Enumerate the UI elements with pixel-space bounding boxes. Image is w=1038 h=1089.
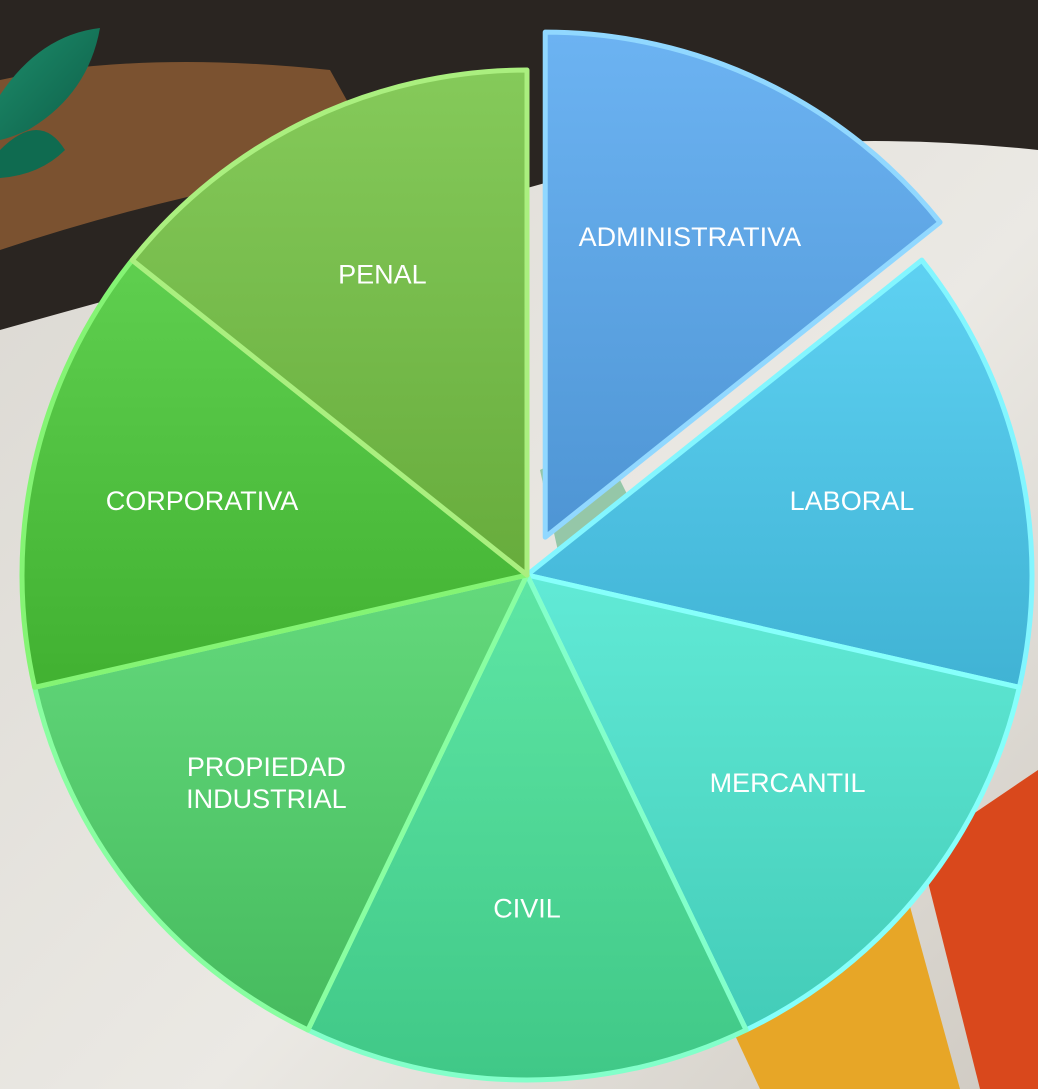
leather-folder bbox=[0, 62, 380, 250]
leaf-logo-icon bbox=[0, 28, 100, 178]
slice-label-line: MERCANTIL bbox=[710, 768, 866, 798]
pie-slice-administrativa bbox=[542, 29, 943, 540]
slice-label-corporativa: CORPORATIVA bbox=[106, 486, 299, 516]
pie-slice-laboral bbox=[524, 257, 1035, 690]
pie-slice-civil bbox=[305, 572, 749, 1083]
slice-label-line: PROPIEDAD bbox=[187, 752, 346, 782]
slice-label-civil: CIVIL bbox=[493, 893, 561, 923]
slice-label-line: INDUSTRIAL bbox=[186, 784, 347, 814]
slice-label-line: CIVIL bbox=[493, 893, 561, 923]
slice-label-line: ADMINISTRATIVA bbox=[579, 222, 802, 252]
pie-slices bbox=[19, 29, 1035, 1083]
pie-slice-propiedad-industrial bbox=[32, 572, 530, 1033]
slice-label-penal: PENAL bbox=[338, 260, 427, 290]
pie-labels: ADMINISTRATIVA LABORAL MERCANTIL CIVIL PROPI… bbox=[106, 222, 914, 923]
pie-slice-corporativa bbox=[19, 257, 530, 690]
pie-slice-penal bbox=[129, 67, 530, 578]
slice-label-line: CORPORATIVA bbox=[106, 486, 299, 516]
pie-slice-mercantil bbox=[524, 572, 1022, 1033]
slice-label-mercantil: MERCANTIL bbox=[710, 768, 866, 798]
slice-label-administrativa: ADMINISTRATIVA bbox=[579, 222, 802, 252]
slice-label-line: PENAL bbox=[338, 260, 427, 290]
slice-label-laboral: LABORAL bbox=[790, 486, 915, 516]
slice-label-line: LABORAL bbox=[790, 486, 915, 516]
